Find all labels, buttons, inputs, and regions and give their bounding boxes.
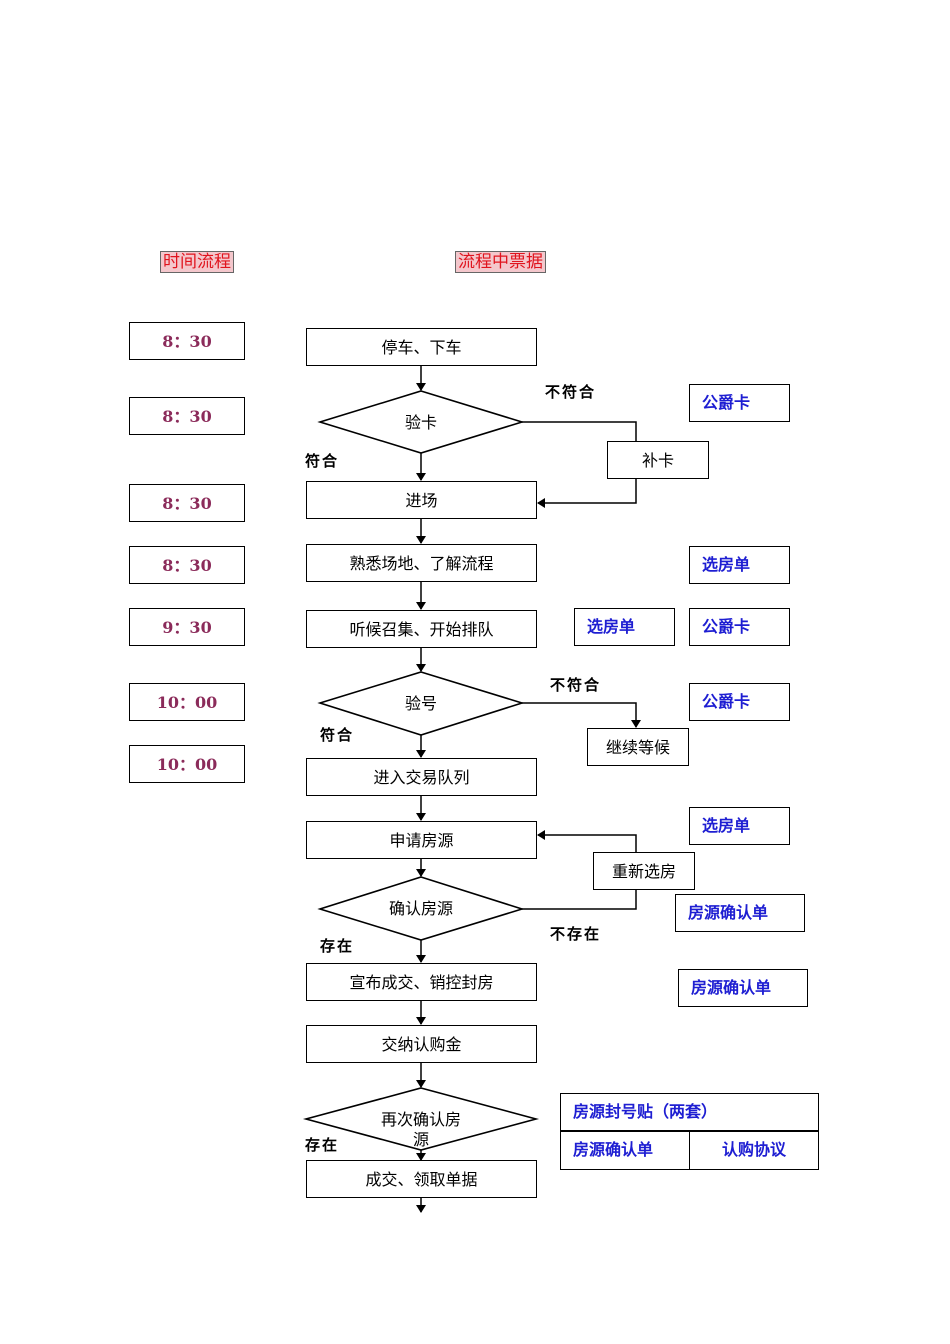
step-reselect-unit: 重新选房 [593, 852, 695, 890]
doc-confirm-form: 房源确认单 [560, 1131, 690, 1170]
decision-reconfirm-unit-shape [302, 1087, 540, 1151]
header-docs-flow: 流程中票据 [455, 251, 546, 273]
step-deal-receipt: 成交、领取单据 [306, 1160, 537, 1198]
label-pass-1: 符合 [305, 452, 340, 470]
doc-select-form: 选房单 [689, 807, 790, 845]
decision-confirm-unit-shape [317, 876, 525, 941]
step-park: 停车、下车 [306, 328, 537, 366]
decision-verify-number: 验号 [404, 694, 437, 713]
decision-confirm-unit: 确认房源 [388, 899, 453, 918]
decision-verify-card: 验卡 [404, 413, 437, 432]
time-slot: 8：30 [129, 484, 245, 522]
decision-reconfirm-line2: 源 [412, 1130, 429, 1149]
doc-card: 公爵卡 [689, 608, 790, 646]
doc-card: 公爵卡 [689, 384, 790, 422]
doc-select-form: 选房单 [689, 546, 790, 584]
step-announce-deal: 宣布成交、销控封房 [306, 963, 537, 1001]
time-slot: 10：00 [129, 745, 245, 783]
doc-seal-sticker: 房源封号贴（两套） [560, 1093, 819, 1131]
time-slot: 10：00 [129, 683, 245, 721]
decision-reconfirm-unit: 再次确认房 源 [356, 1110, 486, 1150]
doc-card: 公爵卡 [689, 683, 790, 721]
doc-select-form: 选房单 [574, 608, 675, 646]
arrow-verify-number-to-wait [522, 702, 641, 728]
time-slot: 9：30 [129, 608, 245, 646]
label-not-exist: 不存在 [550, 925, 602, 943]
doc-purchase-agreement: 认购协议 [689, 1131, 819, 1170]
label-fail-2: 不符合 [550, 676, 602, 694]
step-queue: 听候召集、开始排队 [306, 610, 537, 648]
decision-verify-card-shape [317, 390, 525, 454]
path-confirm-to-reselect [522, 889, 637, 910]
label-pass-2: 符合 [320, 726, 355, 744]
step-pay-deposit: 交纳认购金 [306, 1025, 537, 1063]
time-slot: 8：30 [129, 397, 245, 435]
time-slot: 8：30 [129, 322, 245, 360]
step-enter: 进场 [306, 481, 537, 519]
doc-confirm-form: 房源确认单 [678, 969, 808, 1007]
step-supplement-card: 补卡 [607, 441, 709, 479]
decision-reconfirm-line1: 再次确认房 [380, 1110, 461, 1129]
decision-verify-number-shape [317, 671, 525, 736]
path-verify-card-to-supplement [522, 421, 637, 441]
time-slot: 8：30 [129, 546, 245, 584]
arrow-reselect-to-apply [537, 830, 637, 852]
step-keep-waiting: 继续等候 [587, 728, 689, 766]
doc-confirm-form: 房源确认单 [675, 894, 805, 932]
header-time-flow: 时间流程 [160, 251, 234, 273]
label-exist-1: 存在 [320, 937, 355, 955]
arrow-supplement-to-enter [537, 478, 637, 508]
step-familiarize: 熟悉场地、了解流程 [306, 544, 537, 582]
label-exist-2: 存在 [305, 1136, 340, 1154]
step-apply-unit: 申请房源 [306, 821, 537, 859]
label-fail-1: 不符合 [545, 383, 597, 401]
step-enter-trade-queue: 进入交易队列 [306, 758, 537, 796]
